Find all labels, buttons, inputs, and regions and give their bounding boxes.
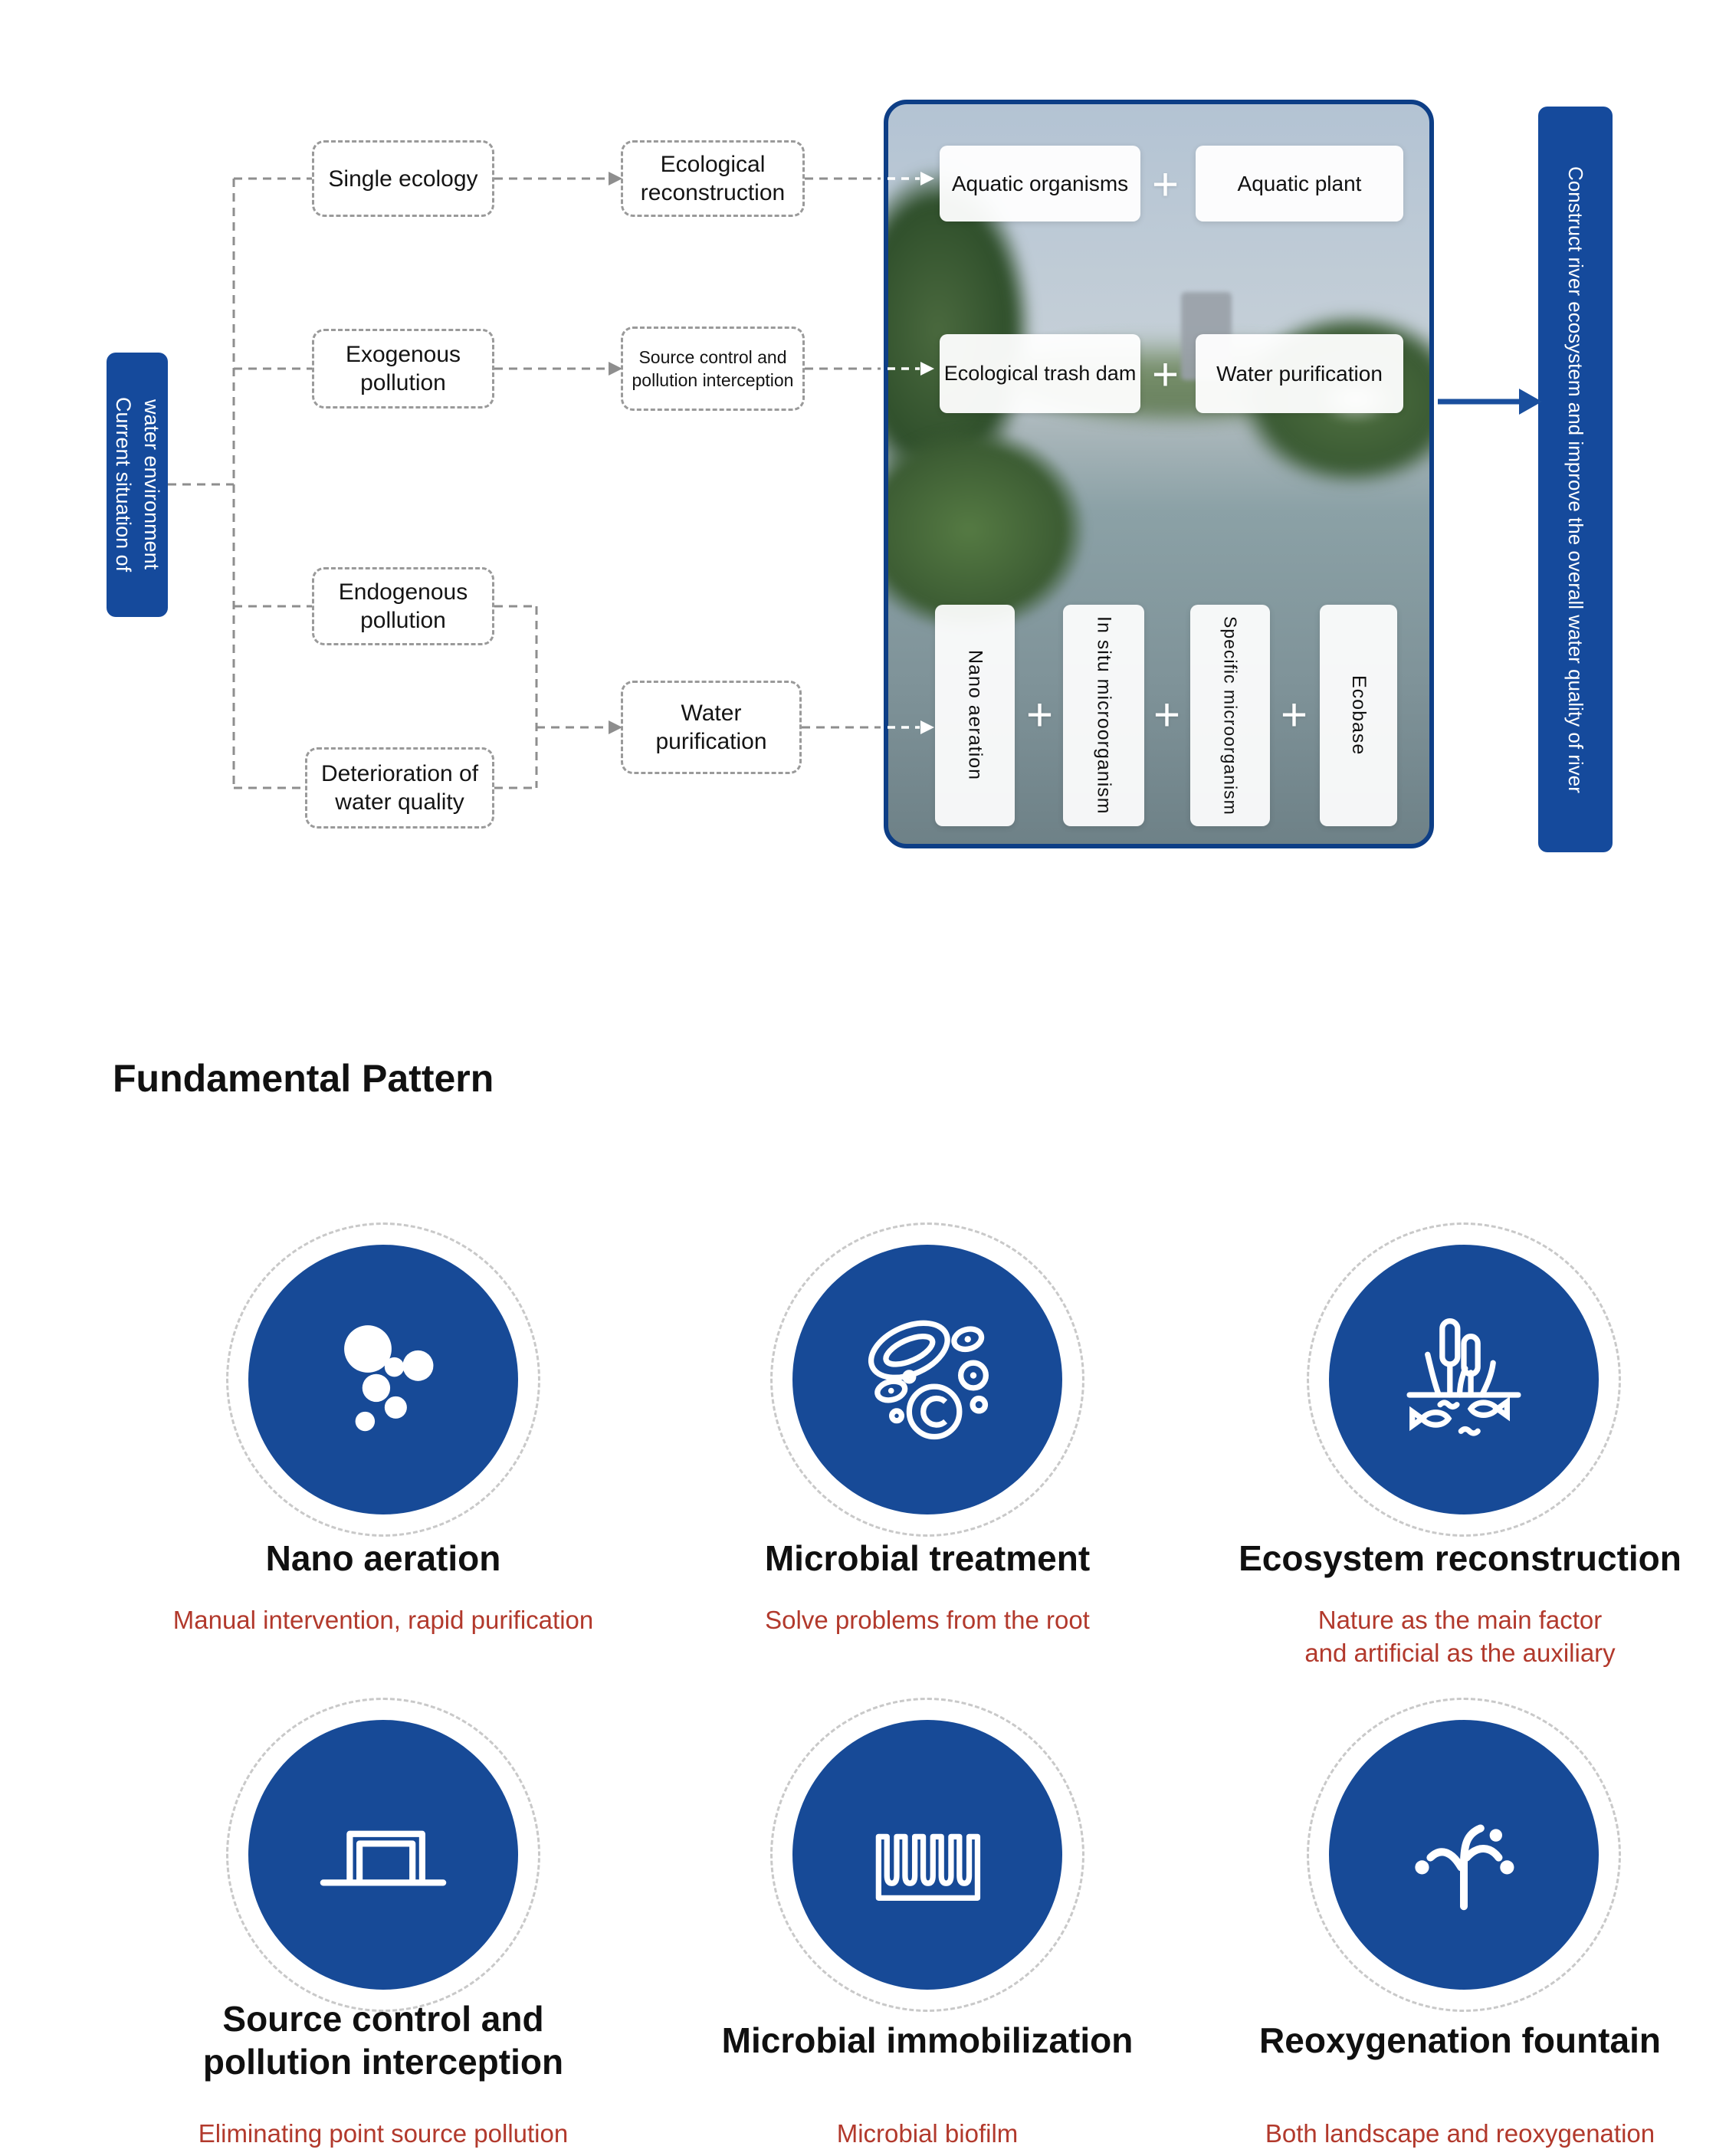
pattern-circle-ecosystem-reconstruction — [1307, 1222, 1621, 1537]
pattern-subtitle: Both landscape and reoxygenation — [1265, 2119, 1655, 2148]
pattern-subtitle: Eliminating point source pollution — [198, 2119, 569, 2148]
photo-box-aquatic-organisms: Aquatic organisms — [940, 146, 1140, 222]
photo-box-label: In situ microorganism — [1093, 616, 1115, 815]
pattern-circle-source-control — [226, 1698, 540, 2012]
result-label: Construct river ecosystem and improve th… — [1564, 166, 1587, 793]
pattern-caption-source-control: Source control and pollution interceptio… — [100, 1991, 667, 2150]
photo-box-ecological-trash-dam: Ecological trash dam — [940, 334, 1140, 413]
connector-lines — [168, 172, 1542, 789]
photo-box-ecobase: Ecobase — [1320, 605, 1397, 826]
photo-box-specific-microorganism: Specific microorganism — [1190, 605, 1270, 826]
plus-icon: + — [1281, 689, 1308, 740]
result-box: Construct river ecosystem and improve th… — [1538, 107, 1613, 852]
photo-box-aquatic-plant: Aquatic plant — [1196, 146, 1403, 222]
strategy-ecological-reconstruction: Ecological reconstruction — [621, 140, 805, 217]
pattern-subtitle: Manual intervention, rapid purification — [172, 1606, 594, 1634]
photo-box-label: Water purification — [1216, 361, 1383, 386]
pattern-title: Microbial immobilization — [721, 2020, 1134, 2060]
strategy-label: Water purification — [655, 701, 767, 754]
dam-icon — [320, 1830, 447, 1886]
river-photo: Aquatic organisms + Aquatic plant Ecolog… — [884, 100, 1434, 848]
photo-bush-left — [888, 426, 1088, 633]
pattern-disc — [1329, 1245, 1599, 1514]
pattern-circle-nano-aeration — [226, 1222, 540, 1537]
strategy-water-purification: Water purification — [621, 681, 802, 774]
strategy-source-control: Source control and pollution interceptio… — [621, 327, 805, 411]
pattern-title: Microbial treatment — [764, 1538, 1091, 1578]
pattern-caption-ecosystem-reconstruction: Ecosystem reconstruction Nature as the m… — [1176, 1533, 1716, 1669]
pattern-title: Nano aeration — [265, 1538, 501, 1578]
pattern-title: Reoxygenation fountain — [1259, 2020, 1661, 2060]
plus-icon: + — [1152, 349, 1180, 400]
current-situation-box: Current situation of water environment — [107, 353, 168, 617]
pattern-circle-microbial-immobilization — [770, 1698, 1084, 2012]
photo-box-label: Ecological trash dam — [943, 362, 1137, 385]
cause-label: Deterioration of water quality — [320, 761, 479, 815]
photo-box-label: Nano aeration — [964, 650, 986, 781]
cause-single-ecology: Single ecology — [312, 140, 494, 217]
result-arrow — [1438, 389, 1542, 415]
plus-icon: + — [1153, 689, 1181, 740]
pattern-disc — [1329, 1720, 1599, 1990]
cause-label: Exogenous pollution — [345, 342, 461, 395]
bubbles-icon — [344, 1325, 434, 1432]
photo-box-in-situ-microorganism: In situ microorganism — [1063, 605, 1144, 826]
plus-icon: + — [1152, 159, 1180, 210]
photo-box-water-purification: Water purification — [1196, 334, 1403, 413]
photo-box-label: Aquatic plant — [1237, 171, 1362, 195]
pattern-disc — [792, 1720, 1062, 1990]
cause-endogenous-pollution: Endogenous pollution — [312, 567, 494, 645]
pattern-circle-reoxygenation-fountain — [1307, 1698, 1621, 2012]
pattern-disc — [792, 1245, 1062, 1514]
cause-label: Single ecology — [328, 166, 478, 192]
fountain-icon — [1415, 1824, 1514, 1911]
cause-deterioration-water-quality: Deterioration of water quality — [305, 747, 494, 829]
photo-box-label: Ecobase — [1348, 675, 1370, 756]
photo-box-label: Specific microorganism — [1220, 615, 1241, 815]
photo-box-nano-aeration: Nano aeration — [935, 605, 1015, 826]
pattern-subtitle: Solve problems from the root — [765, 1606, 1090, 1634]
cause-label: Endogenous pollution — [338, 579, 468, 633]
pattern-disc — [248, 1245, 518, 1514]
reeds-fish-icon — [1406, 1318, 1521, 1436]
pattern-subtitle: Microbial biofilm — [836, 2119, 1019, 2148]
pattern-caption-nano-aeration: Nano aeration Manual intervention, rapid… — [100, 1533, 667, 1636]
current-situation-label: Current situation of water environment — [112, 397, 163, 573]
pattern-title: Source control and pollution interceptio… — [202, 1999, 564, 2082]
pattern-subtitle: Nature as the main factor and artificial… — [1304, 1606, 1616, 1667]
cause-exogenous-pollution: Exogenous pollution — [312, 329, 494, 409]
photo-box-label: Aquatic organisms — [951, 171, 1129, 195]
pattern-caption-microbial-immobilization: Microbial immobilization Microbial biofi… — [644, 1991, 1211, 2150]
biofilm-icon — [875, 1833, 981, 1901]
pattern-caption-reoxygenation-fountain: Reoxygenation fountain Both landscape an… — [1176, 1991, 1716, 2150]
microbes-icon — [868, 1320, 989, 1440]
strategy-label: Source control and pollution interceptio… — [632, 347, 794, 390]
strategy-label: Ecological reconstruction — [640, 152, 786, 205]
pattern-caption-microbial-treatment: Microbial treatment Solve problems from … — [644, 1533, 1211, 1636]
section-title: Fundamental Pattern — [113, 1057, 494, 1100]
pattern-title: Ecosystem reconstruction — [1239, 1538, 1682, 1578]
pattern-disc — [248, 1720, 518, 1990]
pattern-circle-microbial-treatment — [770, 1222, 1084, 1537]
plus-icon: + — [1026, 689, 1054, 740]
